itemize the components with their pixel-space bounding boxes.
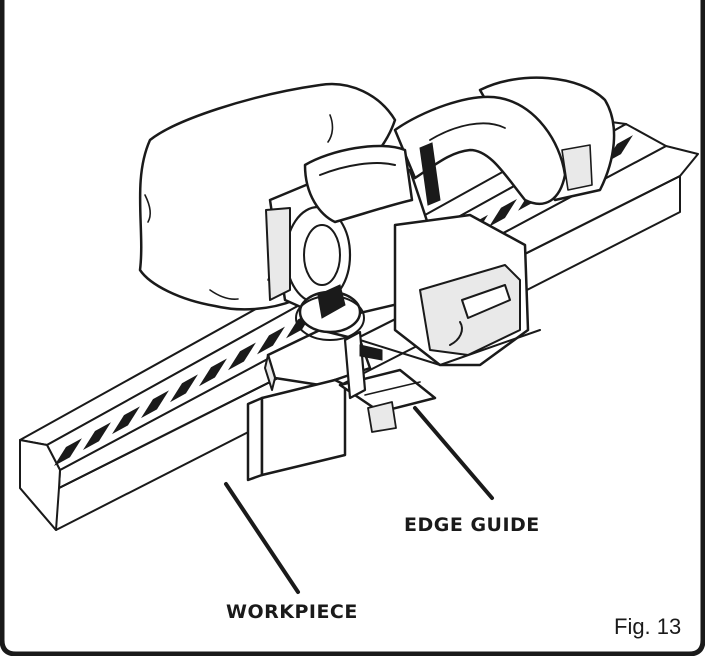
hatch-mark — [83, 422, 111, 451]
workpiece-callout: WORKPIECE — [226, 601, 358, 623]
figure-label: Fig. 13 — [614, 614, 681, 639]
hatch-mark — [199, 358, 227, 387]
edge-guide-leader — [413, 406, 494, 500]
edge-guide — [246, 330, 437, 482]
hatch-mark — [170, 374, 198, 403]
edge-guide-callout: EDGE GUIDE — [404, 514, 540, 536]
tool-handle — [393, 95, 567, 206]
workpiece-leader — [224, 482, 300, 594]
hatch-mark — [112, 406, 140, 435]
hatch-mark — [489, 198, 517, 227]
planer-body — [264, 144, 541, 391]
hatch-mark — [141, 390, 169, 419]
hatch-mark — [54, 438, 82, 466]
hatch-mark — [228, 342, 256, 371]
hatch-mark — [257, 326, 285, 355]
